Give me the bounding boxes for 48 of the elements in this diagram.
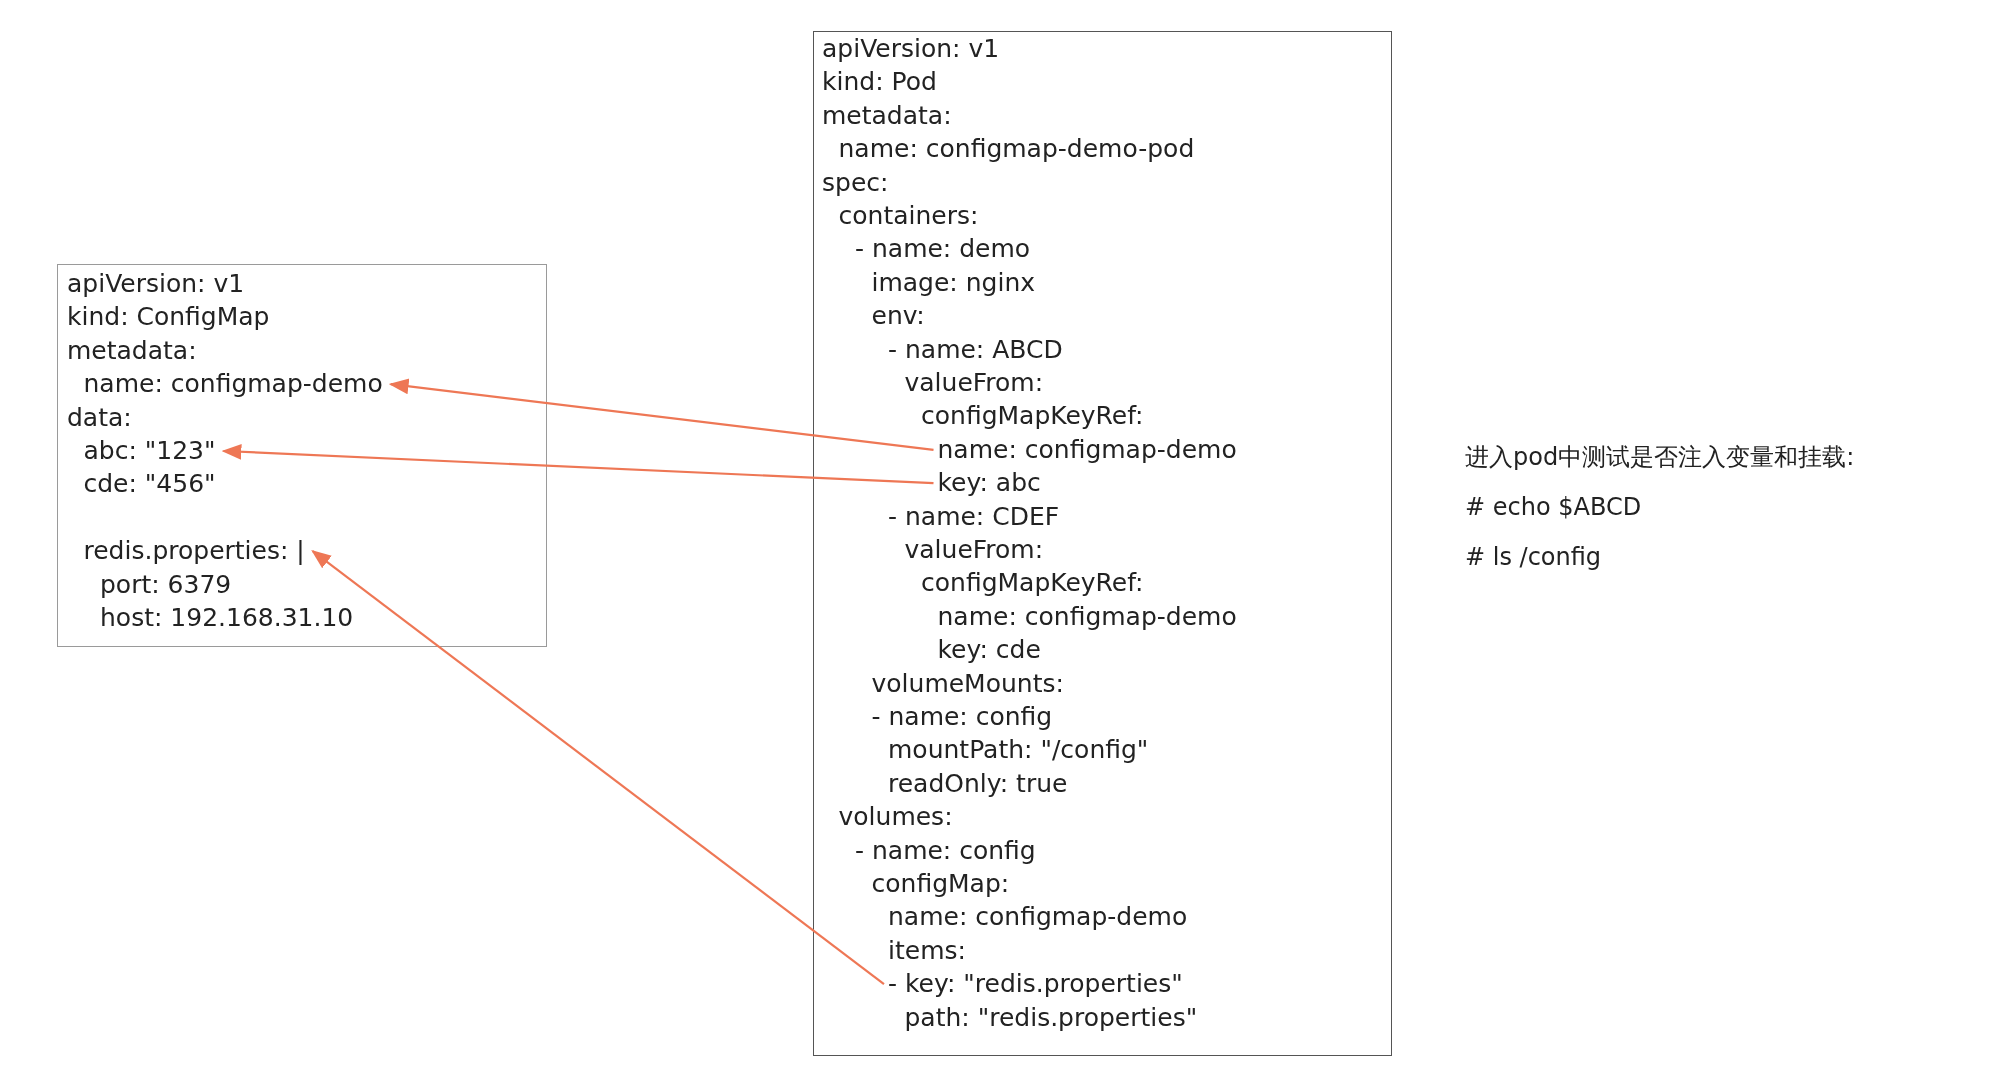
code-line: - key: "redis.properties" xyxy=(888,969,1183,1000)
code-line: name: configmap-demo xyxy=(937,601,1237,632)
code-line: readOnly: true xyxy=(888,768,1068,799)
code-line: spec: xyxy=(822,167,889,198)
code-line: abc: "123" xyxy=(83,436,216,466)
code-line: apiVersion: v1 xyxy=(822,34,1000,64)
code-line: path: "redis.properties" xyxy=(904,1002,1198,1033)
code-line: volumes: xyxy=(838,802,953,833)
code-box xyxy=(813,31,1392,1056)
code-line: containers: xyxy=(838,201,979,231)
code-line: - name: ABCD xyxy=(888,334,1063,365)
code-line: image: nginx xyxy=(871,267,1036,298)
arrow xyxy=(388,378,934,451)
code-line: env: xyxy=(871,301,925,332)
arrow xyxy=(311,550,885,986)
code-line: configMap: xyxy=(871,869,1010,899)
code-line: redis.properties: | xyxy=(83,536,305,567)
code-line: - name: demo xyxy=(855,234,1031,265)
code-line: key: abc xyxy=(937,468,1041,499)
code-line: - name: config xyxy=(855,835,1036,866)
code-line: name: configmap-demo xyxy=(83,369,383,400)
code-line: apiVersion: v1 xyxy=(67,269,245,299)
code-line: configMapKeyRef: xyxy=(921,568,1144,599)
code-line: configMapKeyRef: xyxy=(921,401,1144,432)
code-line: metadata: xyxy=(67,335,197,366)
code-line: cde: "456" xyxy=(83,469,216,500)
code-line: key: cde xyxy=(937,635,1041,666)
code-line: kind: ConfigMap xyxy=(67,302,270,333)
code-line: volumeMounts: xyxy=(871,668,1064,699)
command-text: # echo $ABCD xyxy=(1465,492,1642,522)
code-line: data: xyxy=(67,402,132,433)
note-text: 进入pod中测试是否注入变量和挂载: xyxy=(1465,442,1855,472)
code-line: valueFrom: xyxy=(904,535,1044,565)
code-line: items: xyxy=(888,935,966,966)
code-line: name: configmap-demo xyxy=(937,434,1237,465)
code-line: mountPath: "/config" xyxy=(888,735,1149,766)
code-line: - name: config xyxy=(871,702,1053,732)
code-line: valueFrom: xyxy=(904,368,1044,398)
code-line: name: configmap-demo-pod xyxy=(838,134,1195,165)
code-box xyxy=(57,264,547,647)
arrow xyxy=(221,443,934,485)
code-line: port: 6379 xyxy=(100,569,232,600)
code-line: - name: CDEF xyxy=(888,501,1060,532)
code-line: metadata: xyxy=(822,100,952,131)
code-line: name: configmap-demo xyxy=(888,902,1188,933)
command-text: # ls /config xyxy=(1465,542,1602,572)
code-line: host: 192.168.31.10 xyxy=(100,603,354,633)
code-line: kind: Pod xyxy=(822,67,937,98)
